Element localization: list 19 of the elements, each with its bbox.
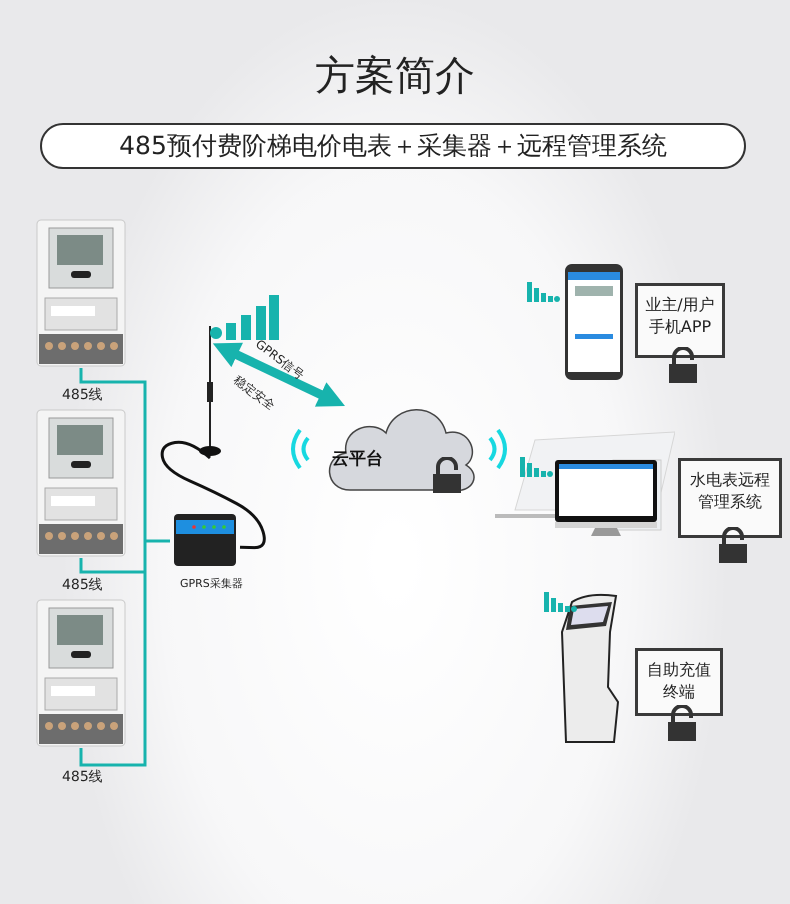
electric-meter-drawing [35, 598, 127, 748]
box-label: 水电表远程管理系统 [689, 469, 771, 513]
electric-meter-drawing [35, 218, 127, 368]
cloud-label: 云平台 [332, 448, 383, 470]
edge-note: 稳定安全 [230, 372, 278, 414]
edge-label: 485线 [62, 386, 103, 404]
box-label: 业主/用户手机APP [644, 294, 716, 338]
edge-label: 485线 [62, 576, 103, 594]
edge-label: 485线 [62, 768, 103, 786]
box-label: 自助充值终端 [646, 659, 712, 703]
subtitle: 485预付费阶梯电价电表＋采集器＋远程管理系统 [40, 123, 746, 169]
cable-line [160, 440, 266, 550]
device-caption: GPRS采集器 [180, 576, 243, 591]
smartphone-drawing [563, 262, 625, 382]
computer-drawing [495, 430, 675, 538]
double-arrow [212, 342, 345, 407]
title: 方案简介 [314, 52, 476, 101]
electric-meter-drawing [35, 408, 127, 558]
connector-line [80, 540, 170, 766]
